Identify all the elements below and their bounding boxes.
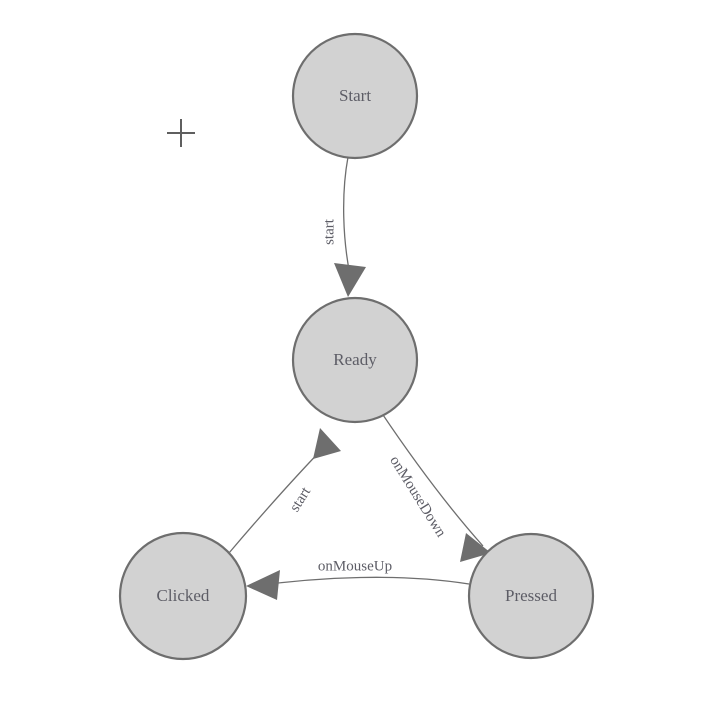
- node-start[interactable]: Start: [291, 32, 419, 160]
- edge-label-start-to-ready: start: [321, 218, 337, 245]
- node-clicked[interactable]: Clicked: [118, 531, 248, 661]
- node-pressed-circle[interactable]: [467, 532, 595, 660]
- node-pressed[interactable]: Pressed: [467, 532, 595, 660]
- crosshair-icon: [167, 119, 195, 147]
- node-clicked-label: Clicked: [157, 586, 210, 605]
- edge-arrowhead: [334, 263, 366, 297]
- edge-line: [253, 576, 470, 587]
- edge-clicked-to-ready[interactable]: start: [228, 428, 341, 554]
- edge-start-to-ready[interactable]: start: [321, 156, 366, 297]
- edge-label-clicked-to-ready: start: [287, 484, 315, 515]
- edge-line: [343, 156, 351, 276]
- nodes-layer: Start Ready Clicked Pressed: [118, 32, 595, 661]
- edge-arrowhead: [313, 428, 341, 459]
- edge-pressed-to-clicked[interactable]: onMouseUp: [246, 558, 470, 600]
- node-ready[interactable]: Ready: [291, 296, 419, 424]
- edge-label-ready-to-pressed: onMouseDown: [386, 453, 449, 540]
- edge-ready-to-pressed[interactable]: onMouseDown: [380, 411, 491, 562]
- edge-line: [380, 411, 484, 547]
- edge-arrowhead: [460, 533, 491, 562]
- node-ready-label: Ready: [333, 350, 377, 369]
- edge-line: [228, 443, 328, 554]
- edge-arrowhead: [246, 570, 280, 600]
- edge-label-pressed-to-clicked: onMouseUp: [318, 558, 392, 574]
- node-start-circle[interactable]: [291, 32, 419, 160]
- node-clicked-circle[interactable]: [118, 531, 248, 661]
- node-start-label: Start: [339, 86, 371, 105]
- node-pressed-label: Pressed: [505, 586, 557, 605]
- node-ready-circle[interactable]: [291, 296, 419, 424]
